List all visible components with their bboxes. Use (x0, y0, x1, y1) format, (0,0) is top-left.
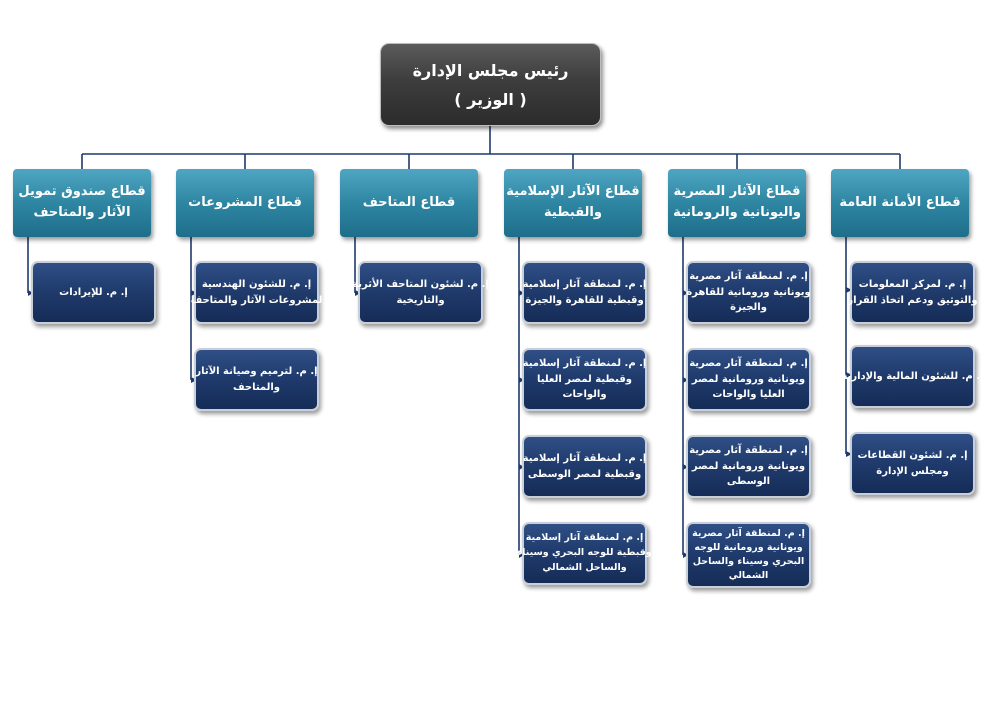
sector-label: قطاع صندوق تمويل (18, 184, 146, 200)
sector-label-line2: واليونانية والرومانية (673, 205, 801, 220)
unit-islamic-middle-egypt: إ. م. لمنطقة آثار إسلامية وقبطية لمصر ال… (522, 435, 647, 498)
board-chairman-box: رئيس مجلس الإدارة ( الوزير ) (380, 43, 601, 126)
unit-label-line2: ويونانية ورومانية لمصر (691, 373, 806, 385)
unit-label: إ. م. للشئون الهندسية (201, 279, 312, 290)
unit-label-line2: ويونانية ورومانية لمصر (691, 460, 806, 472)
unit-islamic-cairo-giza: إ. م. لمنطقة آثار إسلامية وقبطية للقاهرة… (522, 261, 647, 324)
sector-label: قطاع المشروعات (188, 194, 302, 210)
unit-egyptian-cairo-giza: إ. م. لمنطقة آثار مصرية ويونانية وروماني… (686, 261, 811, 324)
unit-label: إ. م. لترميم وصيانة الآثار (195, 366, 318, 377)
unit-label: إ. م. لمنطقة آثار إسلامية (525, 532, 644, 544)
sector-label: قطاع الآثار الإسلامية (506, 184, 640, 200)
sector-label: قطاع المتاحف (362, 194, 456, 210)
sector-label-line2: والقبطية (544, 205, 602, 220)
unit-label: إ. م. لشئون المتاحف الأثرية (352, 279, 489, 290)
sector-islamic-coptic-antiquities: قطاع الآثار الإسلامية والقبطية (504, 169, 642, 237)
unit-label: إ. م. لمركز المعلومات (858, 279, 967, 290)
unit-label-line4: الشمالي (728, 569, 769, 581)
sector-museums: قطاع المتاحف (340, 169, 478, 237)
unit-archaeological-museums: إ. م. لشئون المتاحف الأثرية والتاريخية (352, 261, 489, 324)
unit-label-line2: لمشروعات الآثار والمتاحف (190, 294, 323, 306)
unit-label-line2: وقبطية لمصر العليا (537, 373, 632, 385)
unit-restoration-maintenance: إ. م. لترميم وصيانة الآثار والمتاحف (194, 348, 319, 411)
unit-label-line3: والجيزة (730, 302, 767, 314)
unit-label: إ. م. لمنطقة آثار مصرية (689, 445, 808, 457)
unit-label-line3: البحري وسيناء والساحل (692, 556, 805, 567)
sector-general-secretariat: قطاع الأمانة العامة (831, 169, 969, 237)
unit-label-line3: العليا والواحات (712, 389, 785, 401)
unit-label-line2: ومجلس الإدارة (876, 465, 949, 477)
unit-label: إ. م. لمنطقة آثار مصرية (689, 271, 808, 283)
unit-label-line2: وقبطية للوجه البحري وسيناء (517, 547, 652, 559)
unit-financial-administrative: إ. م. للشئون المالية والإدارية (842, 345, 983, 408)
sector-projects: قطاع المشروعات (176, 169, 314, 237)
root-subtitle: ( الوزير ) (454, 89, 527, 109)
unit-revenues: إ. م. للإيرادات (31, 261, 156, 324)
unit-egyptian-delta-sinai: إ. م. لمنطقة آثار مصرية ويونانية وروماني… (686, 522, 811, 588)
unit-islamic-upper-egypt: إ. م. لمنطقة آثار إسلامية وقبطية لمصر ال… (522, 348, 647, 411)
unit-label: إ. م. لمنطقة آثار إسلامية (522, 279, 647, 290)
unit-information-center: إ. م. لمركز المعلومات والتوثيق ودعم اتخا… (847, 261, 978, 324)
unit-label-line3: والساحل الشمالي (542, 561, 627, 573)
sector-antiquities-fund: قطاع صندوق تمويل الآثار والمتاحف (13, 169, 151, 237)
unit-label-line3: والواحات (562, 389, 607, 401)
unit-label: إ. م. للشئون المالية والإدارية (841, 370, 984, 382)
unit-label-line3: الوسطى (726, 476, 771, 488)
sector-egyptian-greek-roman-antiquities: قطاع الآثار المصرية واليونانية والروماني… (668, 169, 806, 237)
unit-label-line2: والمتاحف (232, 381, 281, 393)
unit-egyptian-upper-egypt: إ. م. لمنطقة آثار مصرية ويونانية وروماني… (686, 348, 811, 411)
unit-egyptian-middle-egypt: إ. م. لمنطقة آثار مصرية ويونانية وروماني… (686, 435, 811, 498)
unit-label: إ. م. لشئون القطاعات (857, 450, 968, 461)
unit-label: إ. م. لمنطقة آثار إسلامية (522, 358, 647, 370)
unit-label: إ. م. لمنطقة آثار إسلامية (522, 453, 647, 464)
unit-label-line2: والتوثيق ودعم اتخاذ القرار (847, 294, 978, 306)
unit-label-line2: والتاريخية (396, 294, 445, 306)
unit-label: إ. م. للإيرادات (59, 286, 128, 298)
sector-label: قطاع الآثار المصرية (673, 184, 801, 200)
unit-label-line2: ويونانية ورومانية للوجه (694, 542, 803, 554)
root-title: رئيس مجلس الإدارة (412, 60, 569, 80)
unit-label-line2: ويونانية ورومانية للقاهرة (686, 286, 811, 298)
unit-sectors-affairs: إ. م. لشئون القطاعات ومجلس الإدارة (850, 432, 975, 495)
unit-engineering-affairs: إ. م. للشئون الهندسية لمشروعات الآثار وا… (191, 261, 322, 324)
unit-label-line2: وقبطية للقاهرة والجيزة (525, 294, 644, 306)
unit-label-line2: وقبطية لمصر الوسطى (527, 468, 642, 480)
unit-label: إ. م. لمنطقة آثار مصرية (689, 358, 808, 370)
unit-islamic-delta-sinai: إ. م. لمنطقة آثار إسلامية وقبطية للوجه ا… (517, 522, 652, 585)
sector-label-line2: الآثار والمتاحف (33, 205, 131, 220)
sector-label: قطاع الأمانة العامة (839, 194, 961, 210)
unit-label: إ. م. لمنطقة آثار مصرية (692, 528, 805, 540)
